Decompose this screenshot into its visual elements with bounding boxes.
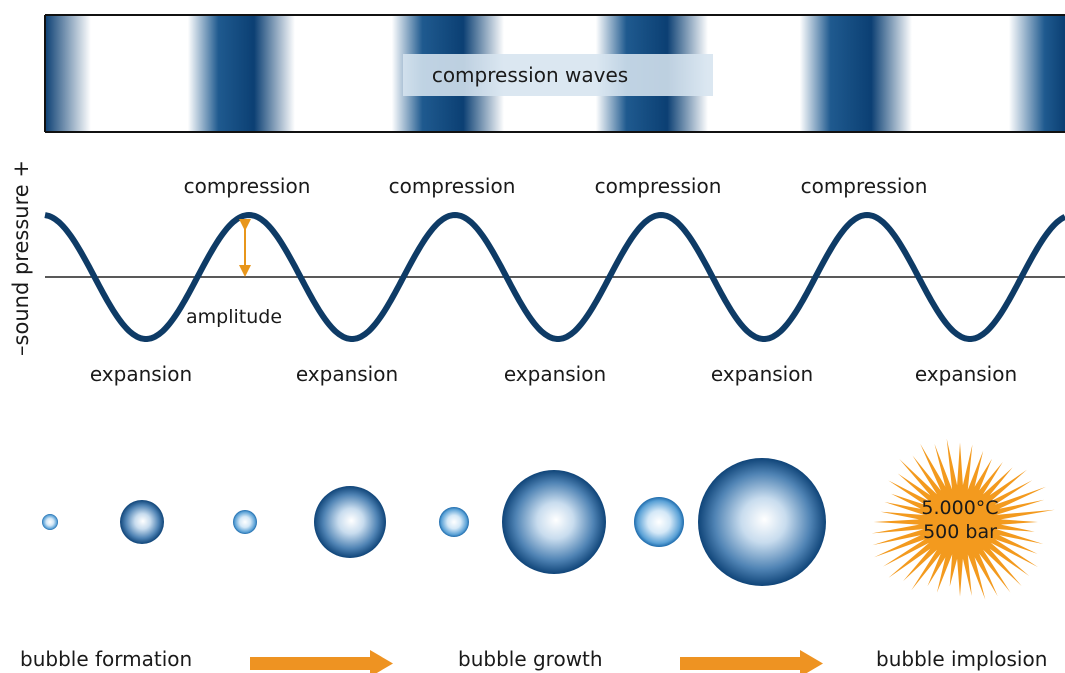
- compression-label-2: compression: [389, 174, 516, 198]
- stage-arrow-1: [250, 650, 393, 673]
- expansion-label-3: expansion: [504, 362, 606, 386]
- bubble-3: [233, 510, 257, 534]
- expansion-label-4: expansion: [711, 362, 813, 386]
- bubble-6: [502, 470, 606, 574]
- stage-arrow-2-head: [800, 650, 823, 673]
- stage-arrow-1-head: [370, 650, 393, 673]
- y-axis-label: –sound pressure +: [9, 160, 33, 356]
- bubble-2: [120, 500, 164, 544]
- bubble-1: [42, 514, 58, 530]
- implosion-burst-shape: [871, 438, 1055, 600]
- compression-label-3: compression: [595, 174, 722, 198]
- bubble-4: [314, 486, 386, 558]
- stage-arrow-2-shaft: [680, 657, 802, 670]
- implosion-temperature: 5.000°C: [921, 497, 998, 519]
- compression-band-label: compression waves: [432, 63, 628, 87]
- compression-label-4: compression: [801, 174, 928, 198]
- stage-arrow-1-shaft: [250, 657, 372, 670]
- implosion-pressure: 500 bar: [923, 521, 997, 543]
- bubble-sequence: [42, 458, 826, 586]
- compression-band: compression waves: [44, 14, 1065, 133]
- compression-label-1: compression: [184, 174, 311, 198]
- bubble-7: [634, 497, 684, 547]
- stage-label-formation: bubble formation: [20, 647, 192, 671]
- bubble-8: [698, 458, 826, 586]
- sound-pressure-wave: [44, 211, 1065, 342]
- amplitude-label: amplitude: [186, 306, 282, 328]
- bubble-5: [439, 507, 469, 537]
- stage-arrow-2: [680, 650, 823, 673]
- expansion-label-2: expansion: [296, 362, 398, 386]
- stage-label-growth: bubble growth: [458, 647, 603, 671]
- compression-band-label-bg: [403, 54, 713, 96]
- expansion-label-5: expansion: [915, 362, 1017, 386]
- stage-label-implosion: bubble implosion: [876, 647, 1047, 671]
- expansion-label-1: expansion: [90, 362, 192, 386]
- implosion-burst: 5.000°C 500 bar: [871, 438, 1055, 600]
